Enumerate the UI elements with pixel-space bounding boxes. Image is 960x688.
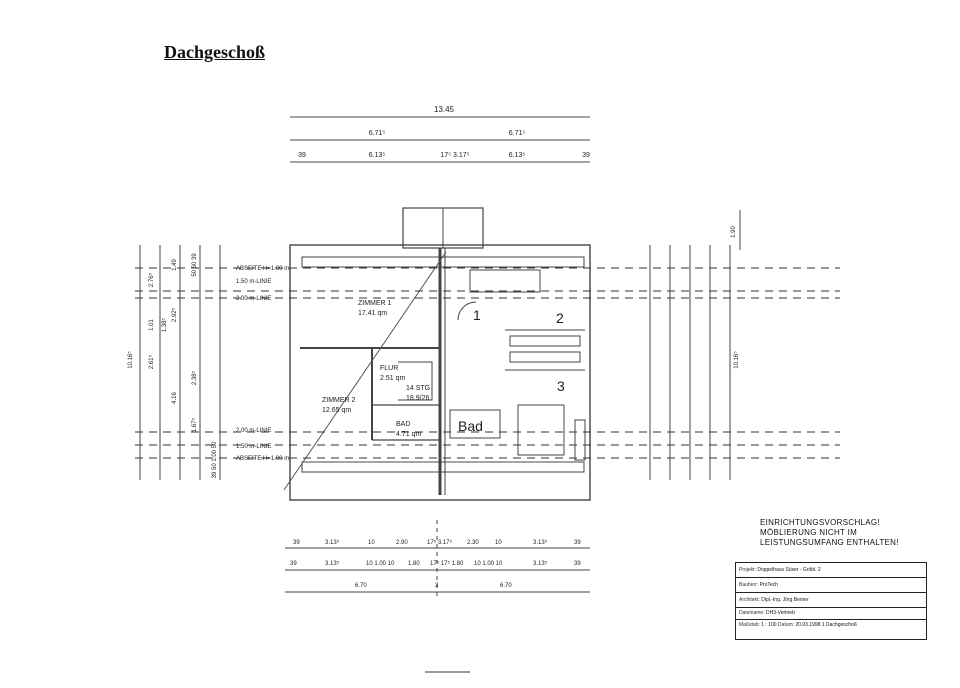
dim-bottom-r2-1: 3.13⁵ [325,560,340,567]
dim-top-w2: 6.13⁵ [369,152,386,159]
tb-architekt-value: Dipl.-Ing. Jörg Berner [761,597,809,603]
dim-top-total: 13.45 [434,105,455,114]
tb-blatt-value: 1 Dachgeschoß [821,622,857,628]
dim-bottom-r1-6: 10 [495,540,502,546]
dim-left-f: 2.92⁵ [171,307,178,322]
room-number-2: 2 [556,310,564,326]
label-linie200-top: 2.00 m-LINIE [236,296,271,302]
tb-datei: Dateiname: DH3-Vertrieb [736,608,926,620]
dim-bottom-r2-4: 17⁵ 17⁵ 1.80 [430,560,464,567]
page-title: Dachgeschoß [164,42,266,62]
room-bad-right: Bad [458,418,483,434]
dim-right-top-label: 1.90 [731,226,737,238]
dim-left-total: 10.16⁵ [127,351,134,369]
dim-bottom-r3-0: 6.70 [355,583,367,589]
cabinet-1 [509,335,581,347]
dim-bottom-r3-1: 3 [435,583,439,589]
dim-left-e: 1.38⁵ [161,317,168,332]
stair-left [398,361,433,401]
dim-bottom-r1-0: 39 [293,540,300,546]
dim-bottom-r2-2: 10 1.00 10 [366,561,395,567]
dim-right-total: 10.16⁵ [733,351,740,369]
room-zimmer1-area: 17.41 qm [358,310,387,317]
note-line-1: EINRICHTUNGSVORSCHLAG! [760,518,880,527]
room-zimmer1-name: ZIMMER 1 [358,300,392,307]
dim-bottom-r1-1: 3.13⁵ [325,539,340,546]
tb-projekt-value: Doppelhaus Süser - Gröbl. 2 [757,567,821,573]
dim-bottom-r1-3: 2.90 [396,540,408,546]
tb-datum-label: Datum: [777,622,795,628]
bathtub [449,409,501,439]
dim-left-h: 4.16 [172,392,178,404]
dim-bottom-r1-5: 2.30 [467,540,479,546]
tb-projekt-label: Projekt: [739,567,756,573]
dim-bottom-r2-6: 3.13⁵ [533,560,548,567]
tb-massstab: Maßstab: 1 : 100 Datum: 20.03.1998 1 Dac… [736,620,926,631]
room-bad-name: BAD [396,421,410,428]
dim-bottom-r2-3: 1.80 [408,561,420,567]
note-line-2: MÖBLIERUNG NICHT IM [760,528,858,537]
tb-massstab-label: Maßstab: [739,622,760,628]
room-zimmer2-name: ZIMMER 2 [322,397,356,404]
outer-wall [289,244,591,501]
knee-wall-top [301,256,585,268]
tb-bauherr-label: Bauherr: [739,582,759,588]
dim-bottom-r2-5: 10 1.00 10 [474,561,503,567]
tb-architekt-label: Architekt: [739,597,760,603]
furnishing-note: EINRICHTUNGSVORSCHLAG! MÖBLIERUNG NICHT … [760,518,899,548]
tb-datei-label: Dateiname: [739,610,765,616]
room-flur-name: FLUR [380,365,398,372]
label-linie150-bottom: 1.50 m-LINIE [236,444,271,450]
dim-bottom-r3-2: 6.70 [500,583,512,589]
tb-massstab-value: 1 : 100 [761,622,777,628]
bed [517,404,565,456]
dim-top-half-right: 6.71⁵ [509,130,526,137]
tb-datei-value: DH3-Vertrieb [765,610,795,616]
label-linie150-top: 1.50 m-LINIE [236,279,271,285]
dim-bottom-r2-7: 39 [574,561,581,567]
dim-bottom-r1-2: 10 [368,540,375,546]
label-abseite-bottom: ABSEITE H=1.00 m [236,456,289,462]
dim-bottom-r1-4: 17⁵ 3.17⁵ [427,539,453,546]
dim-bottom-r1-7: 3.13⁵ [533,539,548,546]
dim-left-b: 1.49 [172,259,178,271]
stair-count: 14 STG [406,385,430,392]
dim-top-half-left: 6.71⁵ [369,130,386,137]
tb-datum-value: 20.03.1998 [795,622,821,628]
label-abseite-top: ABSEITE H=1.00 m [236,266,289,272]
dim-top-w4: 6.13⁵ [509,152,526,159]
stair-ratio: 18.9/26 [406,395,429,402]
shelf-right [574,419,586,461]
dim-bottom-r2-0: 39 [290,561,297,567]
dim-left-g: 2.61⁵ [148,354,155,369]
dim-left-i: 2.38⁵ [191,370,198,385]
dim-left-k: 39 50 1.00 50 [212,441,218,478]
dim-top-w1: 39 [298,152,306,159]
title-block: Projekt: Doppelhaus Süser - Gröbl. 2 Bau… [735,562,927,640]
fixture-top [469,269,541,293]
room-number-3: 3 [557,378,565,394]
room-bad-area: 4.71 qm [396,431,421,438]
room-number-1: 1 [473,307,481,323]
cabinet-2 [509,351,581,363]
tb-architekt: Architekt: Dipl.-Ing. Jörg Berner [736,593,926,608]
room-zimmer2-area: 12.65 qm [322,407,351,414]
dim-left-j: 1.67⁵ [191,417,198,432]
knee-wall-bottom [301,461,585,473]
dim-left-d: 1.01 [149,319,155,331]
door-swing [457,301,477,321]
dim-bottom-r1-8: 39 [574,540,581,546]
dim-top-w5: 39 [582,152,590,159]
label-linie200-bottom: 2.00 m-LINIE [236,428,271,434]
tb-bauherr-value: ProTech [759,582,778,588]
room-flur-area: 2.51 qm [380,375,405,382]
tb-projekt: Projekt: Doppelhaus Süser - Gröbl. 2 [736,563,926,578]
tb-bauherr: Bauherr: ProTech [736,578,926,593]
dim-left-c: 50 60 39 [192,253,198,277]
note-line-3: LEISTUNGSUMFANG ENTHALTEN! [760,538,899,547]
dim-left-a: 2.76⁵ [148,272,155,287]
diagonal-section-line [283,251,447,491]
dim-top-w3: 17⁵ 3.17⁵ [440,152,469,159]
